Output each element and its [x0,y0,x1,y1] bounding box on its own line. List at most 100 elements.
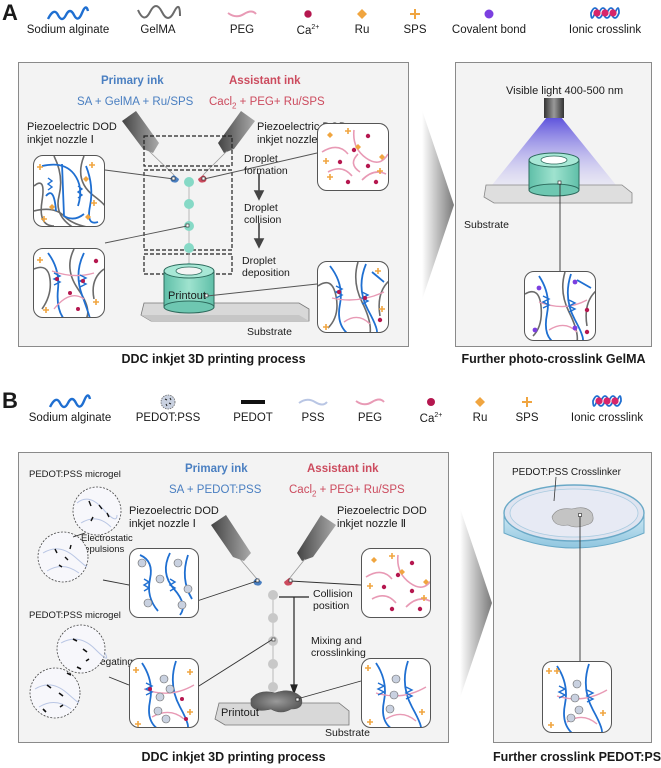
nozzle-1-label-line: inkjet nozzle Ⅰ [27,134,94,146]
legend-pedot-pss: PEDOT:PSS [128,392,208,424]
panel-a-letter: A [2,0,18,25]
photo-crosslink-illustration [483,98,633,271]
pedot-pss-microgel-dispersed-icon [37,486,122,583]
printout-label: Printout [221,707,259,719]
formula-part: + PEG+ Ru/SPS [316,484,405,496]
collision-network-zoom [129,658,199,728]
legend-label: PEG [229,24,255,36]
substrate-icon [214,702,350,726]
sodium-alginate-icon [46,6,90,21]
legend-label: SPS [403,24,427,36]
peg-calcium-network-icon [321,128,388,185]
legend-label: PEDOT [233,412,273,424]
label-line: Collision [313,588,353,600]
legend-peg: PEG [350,392,390,424]
panel-b-letter: B [2,388,18,413]
step-label-line: Droplet [244,153,278,165]
assistant-ink-title: Assistant ink [229,75,301,87]
legend-sodium-alginate: Sodium alginate [24,392,116,424]
ionic-crosslinked-network-icon [34,249,104,317]
legend-label: Ru [354,24,370,36]
sodium-alginate-icon [48,394,92,409]
panel-a-printing-illustration [104,111,318,322]
merged-droplets [268,590,278,692]
legend-ru: Ru [350,4,374,36]
ru-icon [357,9,367,19]
step-label-line: deposition [242,267,290,279]
microgel-label-bottom: PEDOT:PSS microgel [29,610,121,621]
panel-b-left-caption: DDC inkjet 3D printing process [141,750,326,764]
label-line: Mixing and [311,635,362,647]
legend-label: Sodium alginate [28,412,112,424]
panel-a-printing-process-box: Primary ink Assistant ink SA + GelMA + R… [18,62,409,347]
calcium-ion-icon [303,9,313,19]
formula-part: Cacl [289,484,313,496]
nozzle-2-label-line: Piezoelectric DOD [337,505,427,517]
legend-sodium-alginate: Sodium alginate [22,4,114,36]
assistant-ink-network-zoom [361,548,431,618]
panel-b-crosslink-box: PEDOT:PSS Crosslinker [493,452,652,743]
label-line: Electrostatic [81,533,133,544]
formula-part: + PEG+ Ru/SPS [236,96,325,108]
deposited-pedot-network-icon [365,660,427,727]
deposited-network-icon [318,262,388,332]
legend-label: PSS [301,412,325,424]
legend-ru: Ru [468,392,492,424]
step-label-line: collision [244,214,282,226]
ru-icon [475,397,485,407]
chevron-right-icon [460,508,492,698]
nozzle-1-icon [122,111,175,176]
printout-cylinder-icon [163,263,215,314]
covalent-bond-icon [484,9,494,19]
photo-crosslinked-network-zoom [524,271,596,341]
ionic-crosslink-icon [590,7,620,19]
assistant-ink-formula: Cacl2 + PEG+ Ru/SPS [289,484,405,498]
light-beam [492,117,616,185]
process-arrows [253,173,265,249]
legend-label: SPS [515,412,539,424]
panel-a-left-caption: DDC inkjet 3D printing process [121,352,306,366]
assistant-ink-formula: Cacl2 + PEG+ Ru/SPS [209,96,325,110]
primary-ink-formula: SA + PEDOT:PSS [169,484,262,496]
legend-gelma: GelMA [128,4,188,36]
chevron-right-icon [422,110,454,300]
primary-ink-title: Primary ink [101,75,164,87]
primary-ink-network-zoom [129,548,199,618]
nozzle-2-label-line: inkjet nozzle Ⅱ [337,518,407,530]
nozzle-2-label-line: inkjet nozzle Ⅱ [257,134,327,146]
nozzle-1-label-line: Piezoelectric DOD [129,505,219,517]
calcium-ion-icon [427,398,435,406]
mixing-arrow [279,596,309,695]
step-label-line: Droplet [244,202,278,214]
nozzle-2-icon [202,111,255,176]
final-network-zoom [542,661,612,733]
label-line: position [313,600,350,612]
assistant-ink-network-zoom [317,123,389,191]
sps-icon [522,397,532,407]
step-label-line: Droplet [242,255,276,267]
microgel-label-top: PEDOT:PSS microgel [29,469,121,480]
legend-label: Ionic crosslink [568,24,642,36]
collision-network-zoom [33,248,105,318]
final-crosslinked-network-icon [546,663,608,732]
pedot-ionic-network-icon [133,660,195,727]
pedot-pss-crosslinker-label: PEDOT:PSS Crosslinker [512,467,621,478]
legend-label: Ca [296,24,312,37]
pedot-icon [241,400,265,404]
printout-blob-icon [250,690,303,713]
covalent-crosslinked-network-icon [525,272,595,340]
legend-pedot: PEDOT [228,392,278,424]
label-line: repulsions [81,544,125,555]
legend-label: Ru [472,412,488,424]
primary-ink-title: Primary ink [185,463,248,475]
alginate-pedot-network-icon [137,552,193,616]
legend-covalent-bond: Covalent bond [447,4,531,36]
visible-light-label: Visible light 400-500 nm [506,85,624,97]
formula-part: Cacl [209,96,233,108]
ionic-crosslink-icon [592,395,622,407]
